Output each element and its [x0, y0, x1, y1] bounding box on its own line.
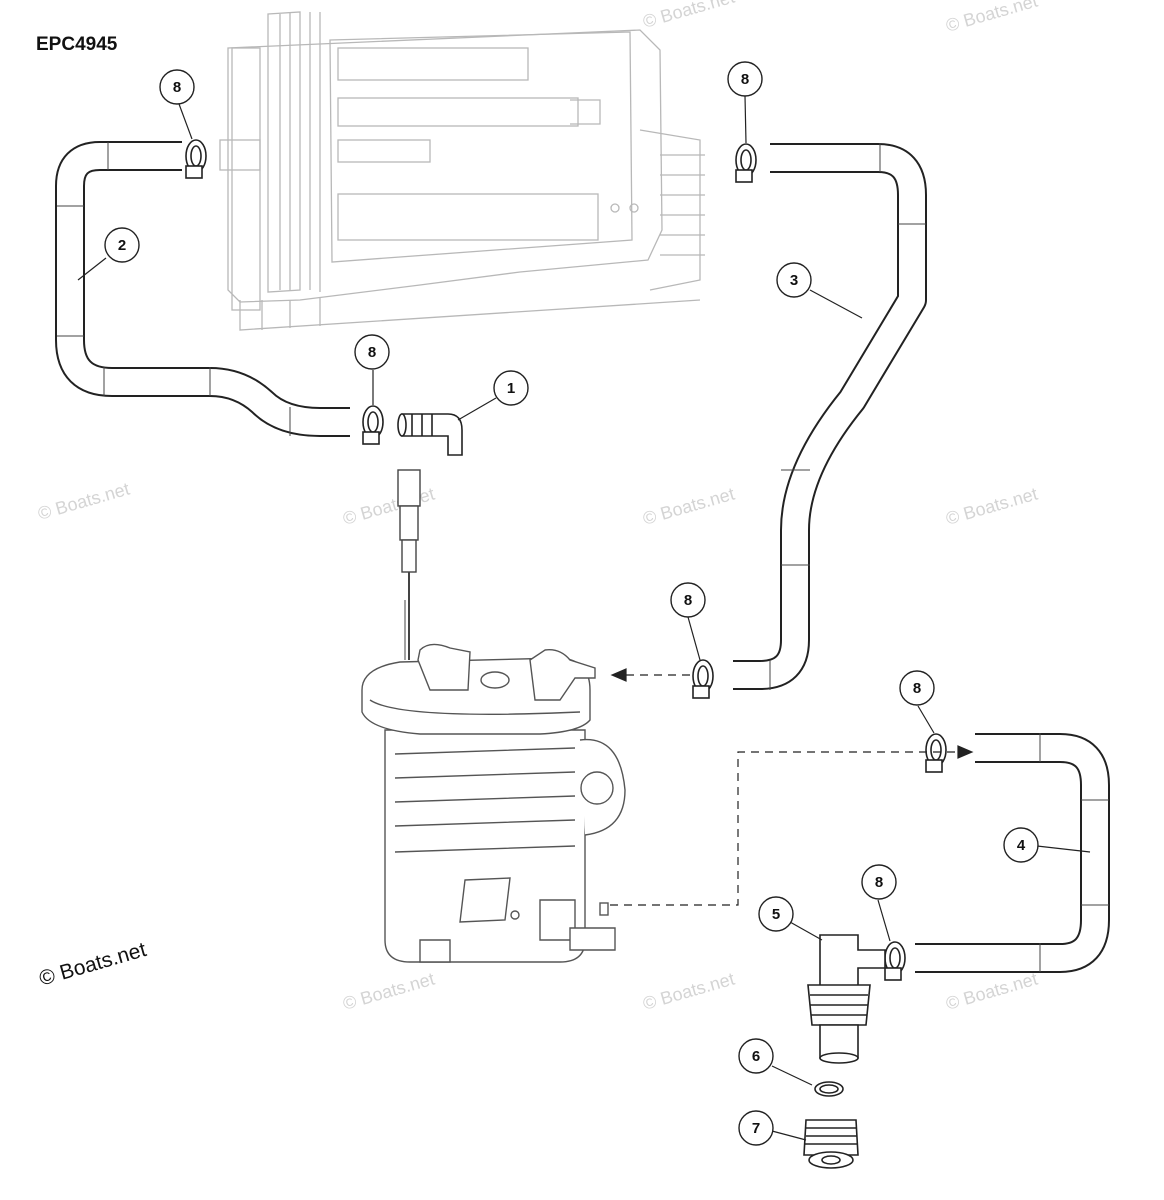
callout-8-canister: 8 — [670, 582, 706, 618]
connection-lines — [610, 668, 974, 906]
o-ring — [814, 1081, 844, 1097]
sensor-connector — [397, 469, 421, 660]
callout-number: 7 — [752, 1120, 760, 1137]
hose-lower-right — [915, 733, 1110, 973]
clamp-8-b — [735, 143, 757, 183]
callout-7: 7 — [738, 1110, 774, 1146]
watermark: © Boats.net — [641, 969, 737, 1014]
callout-number: 8 — [368, 344, 376, 361]
callout-number: 8 — [913, 680, 921, 697]
plug — [803, 1119, 859, 1169]
callout-number: 4 — [1017, 837, 1026, 854]
watermark: © Boats.net — [944, 484, 1040, 529]
callout-number: 8 — [875, 874, 883, 891]
callout-8-top-right: 8 — [727, 61, 763, 97]
callout-number: 1 — [507, 380, 515, 397]
callout-number: 5 — [772, 906, 780, 923]
watermark: © Boats.net — [36, 479, 132, 524]
tee-fitting — [807, 934, 886, 1064]
callout-number: 8 — [173, 79, 181, 96]
engine-component — [219, 11, 705, 331]
callout-5: 5 — [758, 896, 794, 932]
clamp-8-e — [925, 733, 947, 773]
clamp-8-d — [692, 659, 714, 699]
watermark: © Boats.net — [341, 484, 437, 529]
clamp-8-a — [185, 139, 207, 179]
callout-6: 6 — [738, 1038, 774, 1074]
callout-3: 3 — [776, 262, 812, 298]
leader-lines — [77, 95, 1091, 1141]
fuel-filter-canister — [361, 643, 626, 963]
callout-1: 1 — [493, 370, 529, 406]
callout-2: 2 — [104, 227, 140, 263]
diagram-code: EPC4945 — [36, 34, 118, 55]
callout-number: 3 — [790, 272, 798, 289]
callout-number: 8 — [684, 592, 692, 609]
clamp-8-f — [884, 941, 906, 981]
watermark: © Boats.net — [341, 969, 437, 1014]
callout-number: 6 — [752, 1048, 760, 1065]
clamp-8-c — [362, 405, 384, 445]
callout-4: 4 — [1003, 827, 1039, 863]
callout-number: 2 — [118, 237, 126, 254]
elbow-fitting — [397, 413, 463, 456]
callout-8-lower-right-top: 8 — [899, 670, 935, 706]
callout-8-top-left: 8 — [159, 69, 195, 105]
watermark: © Boats.net — [641, 484, 737, 529]
callout-number: 8 — [741, 71, 749, 88]
hose-left — [55, 141, 350, 437]
watermark: © Boats.net — [641, 0, 737, 32]
watermark: © Boats.net — [944, 969, 1040, 1014]
callout-8-lower-right-bottom: 8 — [861, 864, 897, 900]
callout-8-middle: 8 — [354, 334, 390, 370]
hose-upper-right — [733, 143, 927, 690]
watermark: © Boats.net — [944, 0, 1040, 36]
